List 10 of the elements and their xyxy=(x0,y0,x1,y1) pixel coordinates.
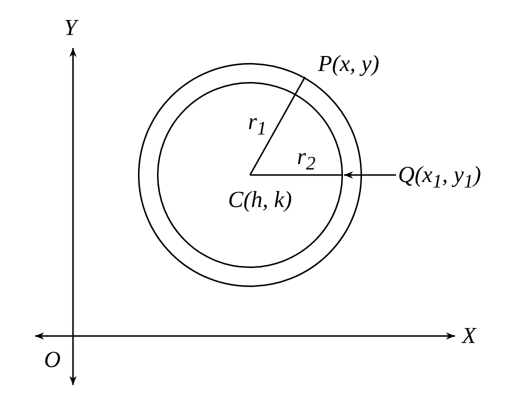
point-label: Q(x$_{1}$, y$_{1}$) xyxy=(398,163,482,192)
point-label: P(x, y) xyxy=(318,52,380,75)
origin-label: O xyxy=(44,348,61,371)
axis-label: Y xyxy=(64,16,77,39)
radius-label: r$_{2}$ xyxy=(297,145,316,174)
point-label: C(h, k) xyxy=(228,188,292,211)
arrow xyxy=(344,171,396,179)
axis-label: X xyxy=(462,324,476,347)
radius-label: r$_{1}$ xyxy=(248,110,267,139)
circle xyxy=(157,82,343,268)
